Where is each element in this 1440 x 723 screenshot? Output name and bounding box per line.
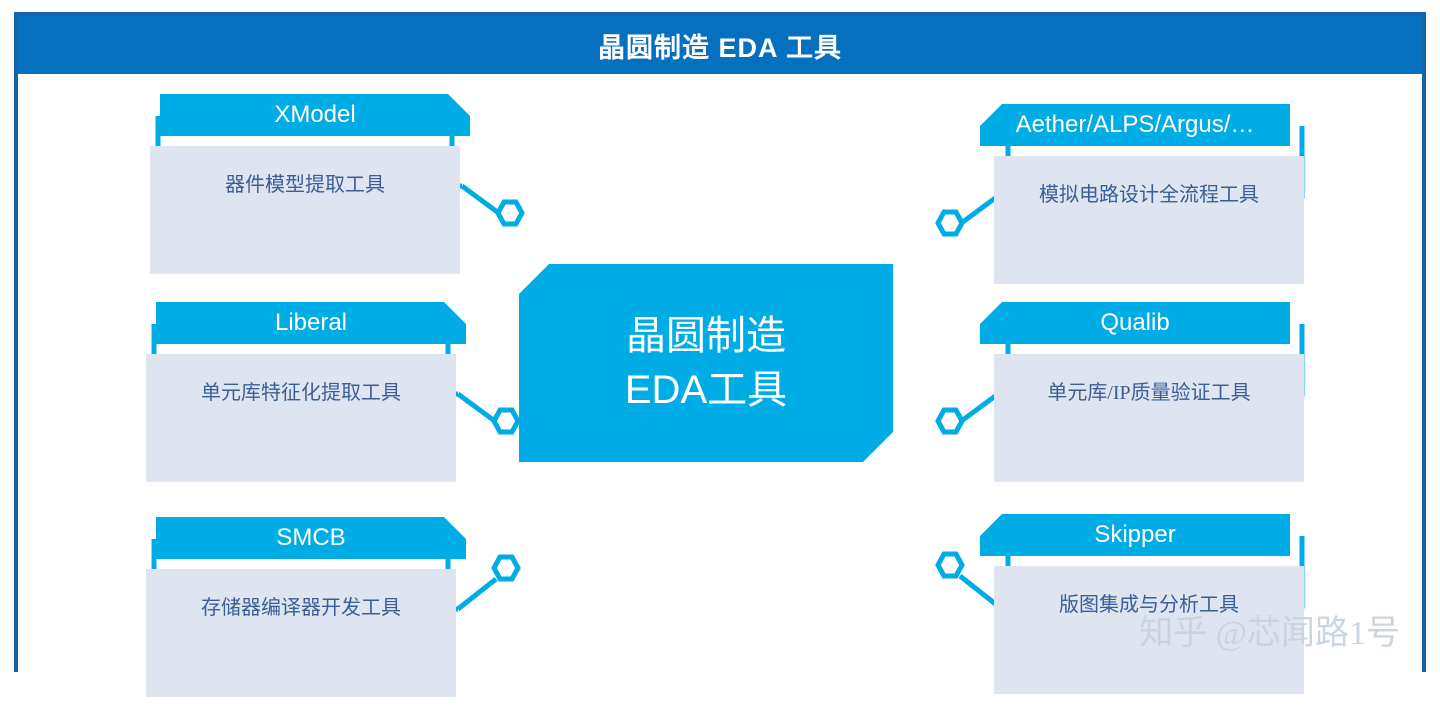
hexagon-node-icon xyxy=(935,209,965,237)
card-body: 单元库特征化提取工具 xyxy=(146,354,456,482)
card-title: Liberal xyxy=(274,309,348,336)
card-body: 单元库/IP质量验证工具 xyxy=(994,354,1304,482)
card-aether-alps-argus[interactable]: Aether/ALPS/Argus/… 模拟电路设计全流程工具 xyxy=(935,104,1310,284)
card-qualib[interactable]: Qualib 单元库/IP质量验证工具 xyxy=(935,302,1310,482)
card-description: 器件模型提取工具 xyxy=(225,174,385,196)
card-title: Skipper xyxy=(1094,521,1176,548)
card-body: 器件模型提取工具 xyxy=(150,146,460,274)
card-title-bar: Liberal xyxy=(156,302,466,344)
diagram-canvas: 晶圆制造 EDA工具 XModel 器件模型提取工具 xyxy=(18,74,1422,697)
poster-frame: 晶圆制造 EDA 工具 晶圆制造 EDA工具 XModel 器件模型提取工具 xyxy=(14,12,1426,697)
card-body: 模拟电路设计全流程工具 xyxy=(994,156,1304,284)
hub-line-1: 晶圆制造 xyxy=(626,313,786,358)
page-title: 晶圆制造 EDA 工具 xyxy=(597,32,842,63)
card-body: 版图集成与分析工具 xyxy=(994,566,1304,694)
card-description: 版图集成与分析工具 xyxy=(1059,594,1239,616)
card-title-bar: XModel xyxy=(160,94,470,136)
card-title: XModel xyxy=(274,101,356,128)
card-title: Qualib xyxy=(1100,309,1170,336)
card-description: 单元库/IP质量验证工具 xyxy=(1047,382,1251,404)
card-xmodel[interactable]: XModel 器件模型提取工具 xyxy=(140,94,525,274)
card-description: 模拟电路设计全流程工具 xyxy=(1039,184,1259,206)
card-skipper[interactable]: Skipper 版图集成与分析工具 xyxy=(935,514,1310,694)
hexagon-node-icon xyxy=(491,554,521,582)
hub-line-2: EDA工具 xyxy=(624,368,788,412)
card-body: 存储器编译器开发工具 xyxy=(146,569,456,697)
poster-header: 晶圆制造 EDA 工具 xyxy=(18,16,1422,74)
card-title-bar: Aether/ALPS/Argus/… xyxy=(980,104,1290,146)
center-hub: 晶圆制造 EDA工具 xyxy=(519,264,893,462)
card-liberal[interactable]: Liberal 单元库特征化提取工具 xyxy=(136,302,521,482)
hexagon-node-icon xyxy=(935,551,965,579)
hexagon-node-icon xyxy=(491,407,521,435)
card-smcb[interactable]: SMCB 存储器编译器开发工具 xyxy=(136,517,521,697)
card-description: 单元库特征化提取工具 xyxy=(201,382,401,404)
card-title: Aether/ALPS/Argus/… xyxy=(1015,111,1255,138)
card-title: SMCB xyxy=(276,524,346,551)
card-title-bar: Qualib xyxy=(980,302,1290,344)
hexagon-node-icon xyxy=(935,407,965,435)
watermark: 知乎 @芯闻路1号 xyxy=(1139,615,1400,652)
card-description: 存储器编译器开发工具 xyxy=(201,597,401,619)
card-title-bar: Skipper xyxy=(980,514,1290,556)
card-title-bar: SMCB xyxy=(156,517,466,559)
hexagon-node-icon xyxy=(495,199,525,227)
